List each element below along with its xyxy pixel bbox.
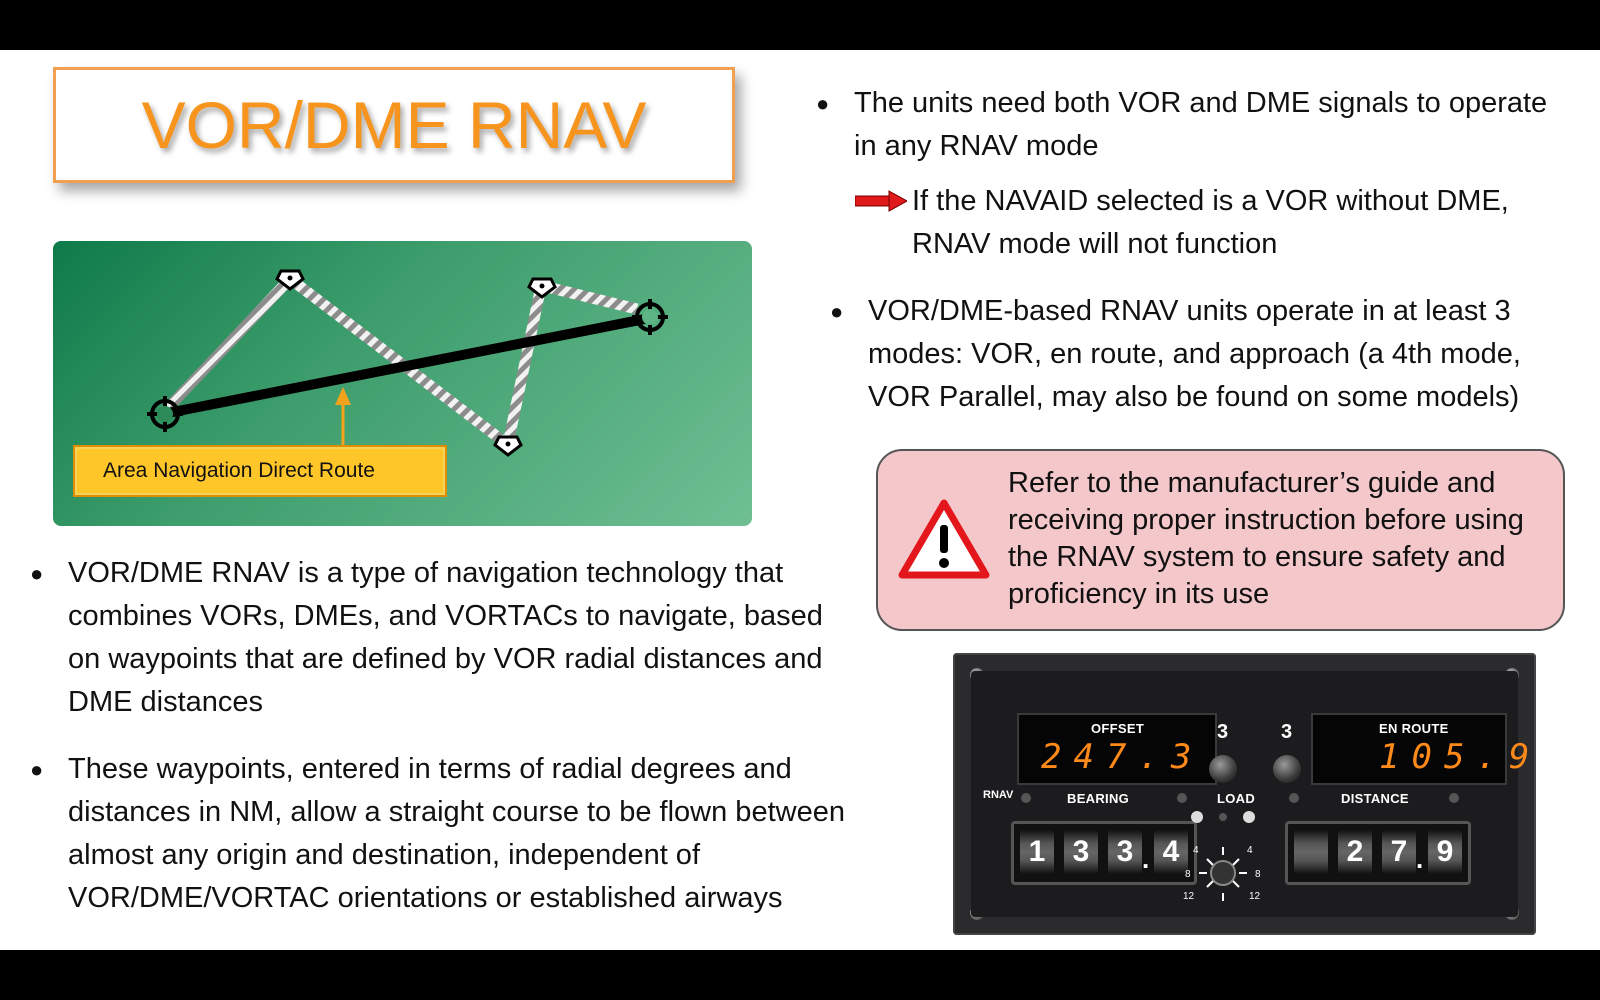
- indicator-lamp: [1289, 793, 1299, 803]
- mode-number-left: 3: [1217, 721, 1229, 743]
- airway-legs: [161, 276, 639, 446]
- decimal-point: .: [1142, 844, 1150, 874]
- distance-digit: 7: [1382, 830, 1416, 874]
- bullet-text: The units need both VOR and DME signals …: [854, 87, 1548, 162]
- dial-mark: 8: [1255, 869, 1261, 880]
- label-pointer-arrowhead: [335, 387, 351, 405]
- dial-mark: 12: [1183, 891, 1195, 902]
- mode-knob-right[interactable]: [1273, 755, 1301, 783]
- vortac-waypoint-2-icon: [527, 277, 557, 299]
- dial-mark: 4: [1193, 845, 1199, 856]
- distance-digit: [1294, 830, 1328, 874]
- bearing-label: BEARING: [1067, 791, 1130, 806]
- letterbox-bottom: [0, 950, 1600, 1000]
- rnav-vertical-label: RNAV: [983, 789, 1014, 801]
- distance-label: DISTANCE: [1341, 791, 1409, 806]
- dial-mark: 4: [1247, 845, 1253, 856]
- indicator-lamp: [1177, 793, 1187, 803]
- load-selector-dial[interactable]: 4 4 8 8 12 12: [1177, 803, 1269, 915]
- bullet-right-2: ● VOR/DME-based RNAV units operate in at …: [830, 290, 1590, 419]
- warning-text: Refer to the manufacturer’s guide and re…: [1008, 467, 1524, 610]
- indicator-lamp: [1449, 793, 1459, 803]
- rnav-unit-photo: RNAV OFFSET 247.3 EN ROUTE 105.9 3 3 BEA…: [953, 653, 1536, 935]
- distance-digit: 9: [1428, 830, 1462, 874]
- dial-mark: 8: [1185, 869, 1191, 880]
- sub-bullet-text: If the NAVAID selected is a VOR without …: [912, 185, 1509, 260]
- vor-origin-icon: [147, 396, 183, 432]
- bullet-dot: ●: [816, 91, 830, 116]
- bearing-drum-counter[interactable]: 1 3 3 . 4: [1011, 821, 1197, 885]
- mode-number-right: 3: [1281, 721, 1293, 743]
- distance-drum-counter[interactable]: 2 7 . 9: [1285, 821, 1471, 885]
- vor-destination-icon: [632, 299, 668, 335]
- bearing-digit: 4: [1154, 830, 1188, 874]
- offset-label: OFFSET: [1091, 721, 1145, 736]
- warning-triangle-icon: [898, 499, 990, 579]
- indicator-lamp: [1021, 793, 1031, 803]
- direct-route-line: [167, 314, 646, 418]
- bullet-text: VOR/DME RNAV is a type of navigation tec…: [68, 557, 823, 718]
- bullet-dot: ●: [30, 757, 44, 782]
- vortac-waypoint-3-icon: [493, 435, 523, 457]
- vortac-waypoint-1-icon: [275, 269, 305, 291]
- sub-bullet-arrow: If the NAVAID selected is a VOR without …: [855, 180, 1585, 266]
- enroute-display: EN ROUTE 105.9: [1311, 713, 1529, 785]
- offset-value: 247.3: [1041, 737, 1204, 777]
- red-arrow-icon: [855, 190, 907, 212]
- enroute-value: 105.9: [1379, 737, 1542, 777]
- bullet-text: These waypoints, entered in terms of rad…: [68, 753, 845, 914]
- mode-knob-left[interactable]: [1209, 755, 1237, 783]
- offset-display: OFFSET 247.3: [1017, 713, 1217, 785]
- bearing-digit: 1: [1020, 830, 1054, 874]
- slide-title: VOR/DME RNAV: [141, 88, 647, 162]
- slide: VOR/DME RNAV: [0, 50, 1600, 950]
- rnav-bezel: RNAV OFFSET 247.3 EN ROUTE 105.9 3 3 BEA…: [971, 671, 1529, 917]
- decimal-point: .: [1416, 844, 1424, 874]
- title-box: VOR/DME RNAV: [53, 67, 735, 183]
- bullet-dot: ●: [830, 299, 844, 324]
- direct-route-label: Area Navigation Direct Route: [73, 445, 447, 497]
- bullet-left-1: ● VOR/DME RNAV is a type of navigation te…: [30, 552, 850, 724]
- bullet-dot: ●: [30, 561, 44, 586]
- letterbox-top: [0, 0, 1600, 50]
- bullet-text: VOR/DME-based RNAV units operate in at l…: [868, 295, 1521, 413]
- route-diagram-svg: [147, 269, 668, 457]
- load-label: LOAD: [1217, 791, 1256, 806]
- enroute-label: EN ROUTE: [1379, 721, 1449, 736]
- warning-callout: Refer to the manufacturer’s guide and re…: [876, 449, 1565, 631]
- bullet-left-2: ● These waypoints, entered in terms of ra…: [30, 748, 890, 920]
- rnav-route-diagram: Area Navigation Direct Route: [53, 241, 752, 526]
- bullet-right-1: ● The units need both VOR and DME signals…: [816, 82, 1576, 168]
- bearing-digit: 3: [1108, 830, 1142, 874]
- dial-mark: 12: [1249, 891, 1261, 902]
- bearing-digit: 3: [1064, 830, 1098, 874]
- distance-digit: 2: [1338, 830, 1372, 874]
